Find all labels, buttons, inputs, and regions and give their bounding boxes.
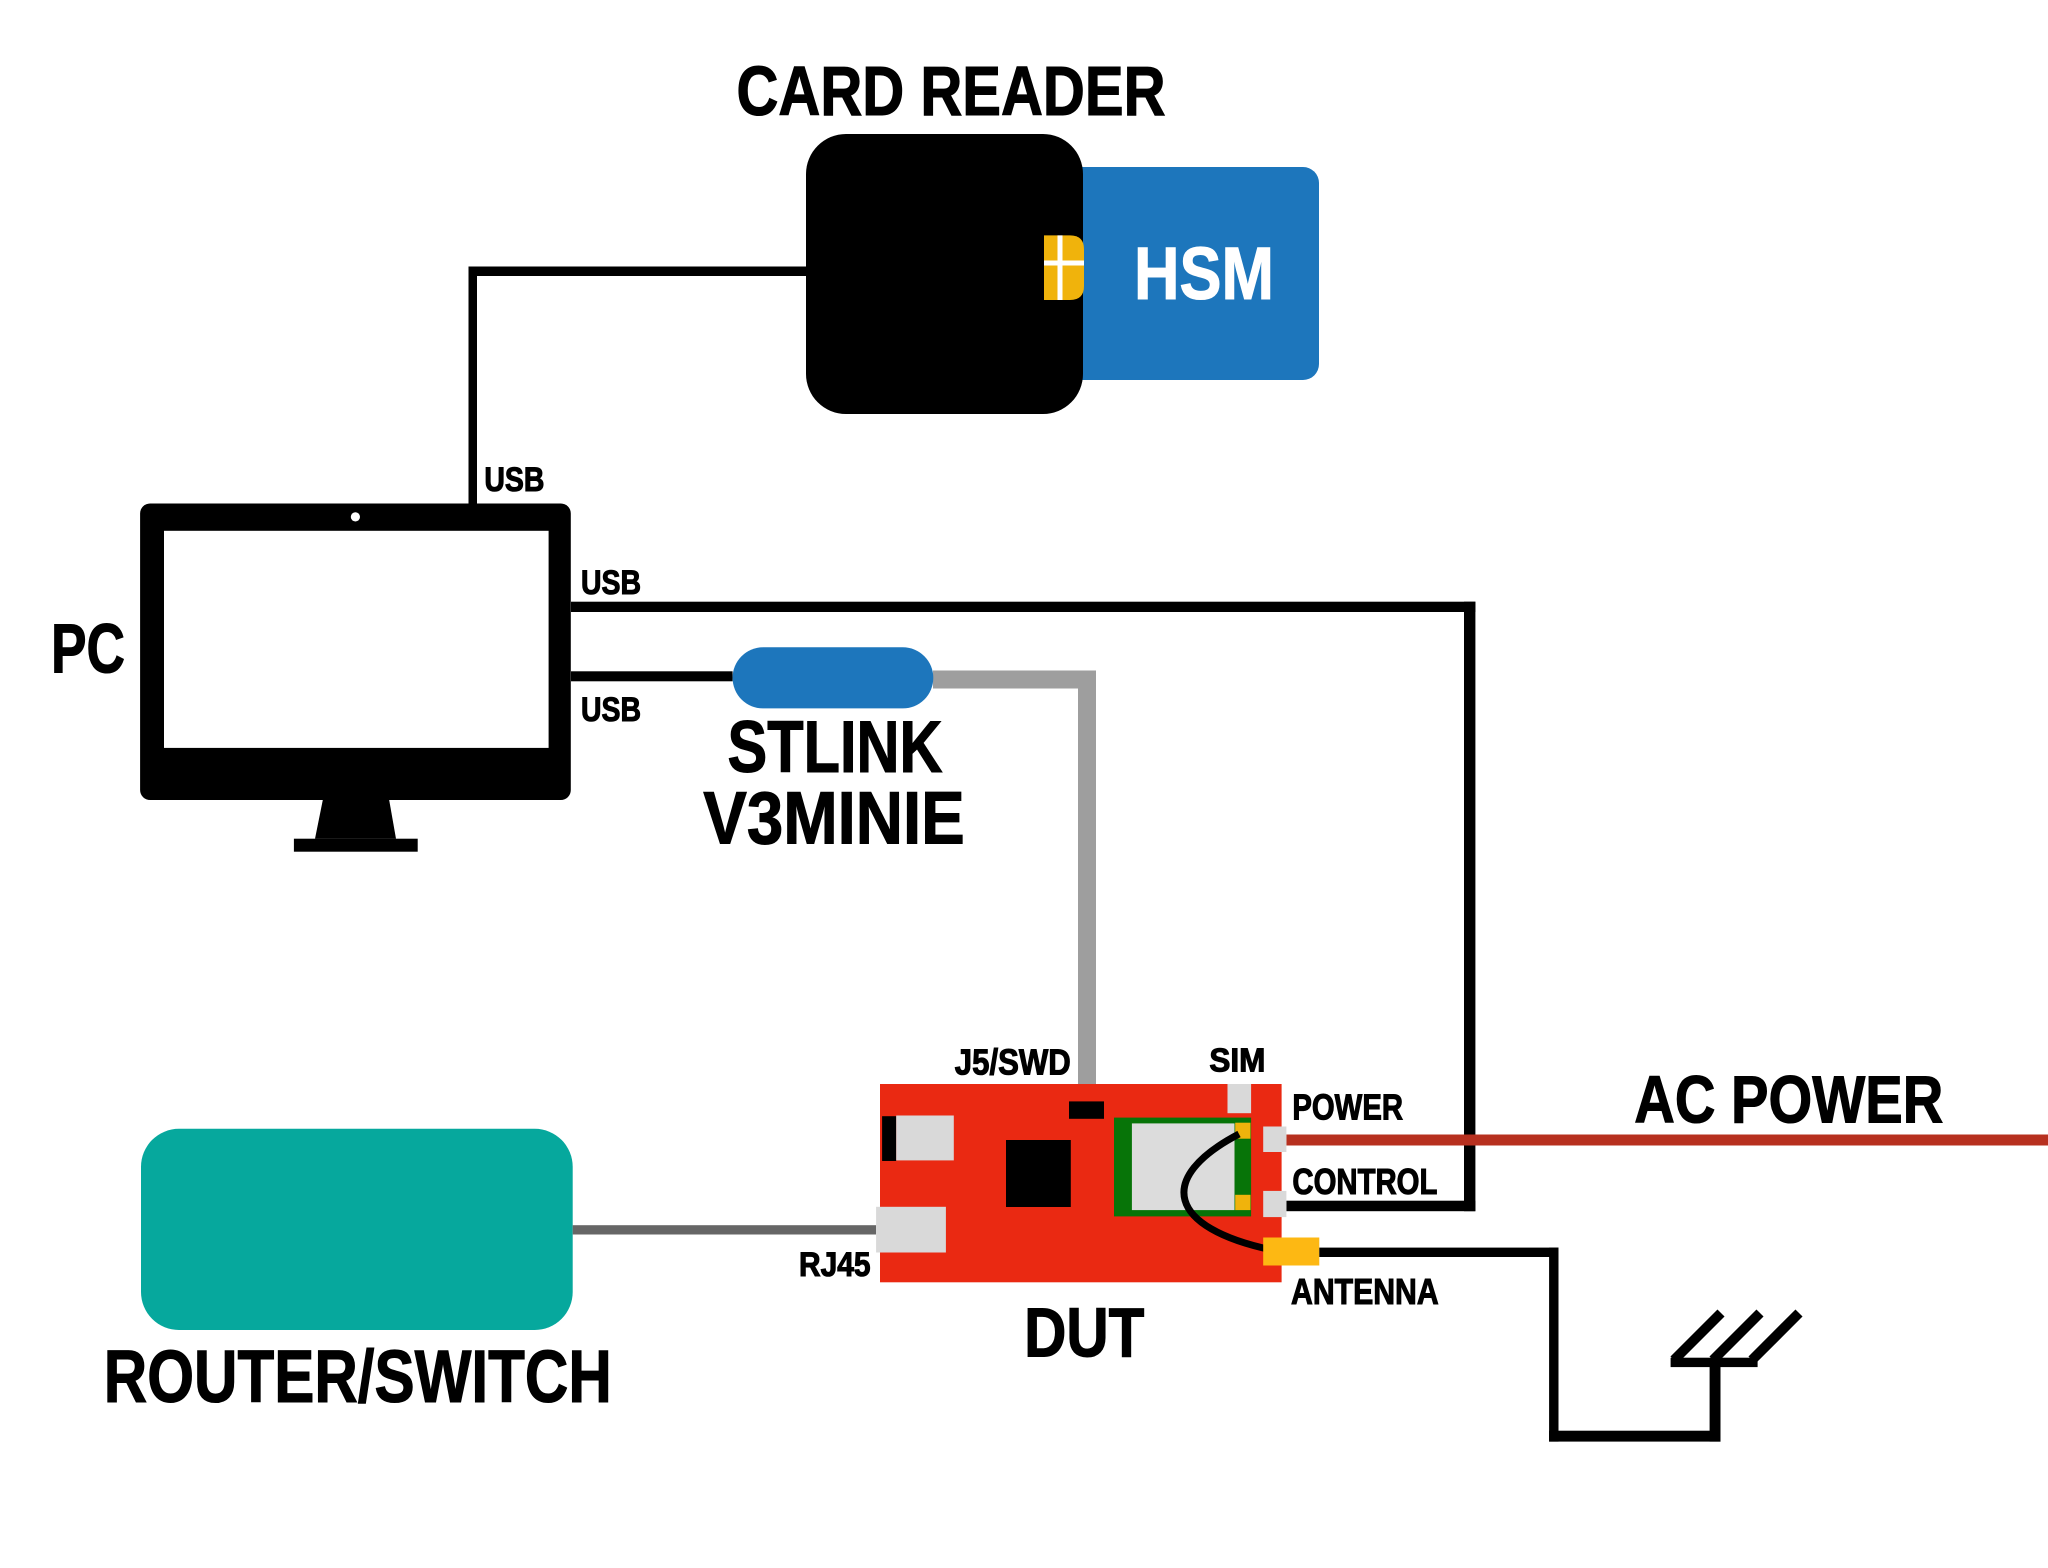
- svg-text:USB: USB: [581, 564, 641, 602]
- svg-text:HSM: HSM: [1134, 232, 1274, 315]
- svg-text:AC POWER: AC POWER: [1634, 1063, 1943, 1138]
- svg-text:POWER: POWER: [1292, 1086, 1403, 1127]
- svg-text:DUT: DUT: [1024, 1293, 1144, 1371]
- svg-text:RJ45: RJ45: [799, 1246, 871, 1284]
- svg-text:USB: USB: [581, 691, 641, 729]
- svg-text:STLINK: STLINK: [728, 707, 943, 788]
- svg-text:ANTENNA: ANTENNA: [1291, 1271, 1439, 1312]
- svg-text:CONTROL: CONTROL: [1292, 1161, 1437, 1202]
- svg-text:PC: PC: [51, 610, 125, 688]
- svg-text:CARD READER: CARD READER: [737, 52, 1166, 130]
- svg-text:ROUTER/SWITCH: ROUTER/SWITCH: [104, 1335, 612, 1418]
- svg-text:J5/SWD: J5/SWD: [955, 1042, 1071, 1083]
- svg-text:V3MINIE: V3MINIE: [703, 777, 965, 860]
- svg-text:USB: USB: [484, 461, 544, 499]
- svg-text:SIM: SIM: [1209, 1042, 1265, 1079]
